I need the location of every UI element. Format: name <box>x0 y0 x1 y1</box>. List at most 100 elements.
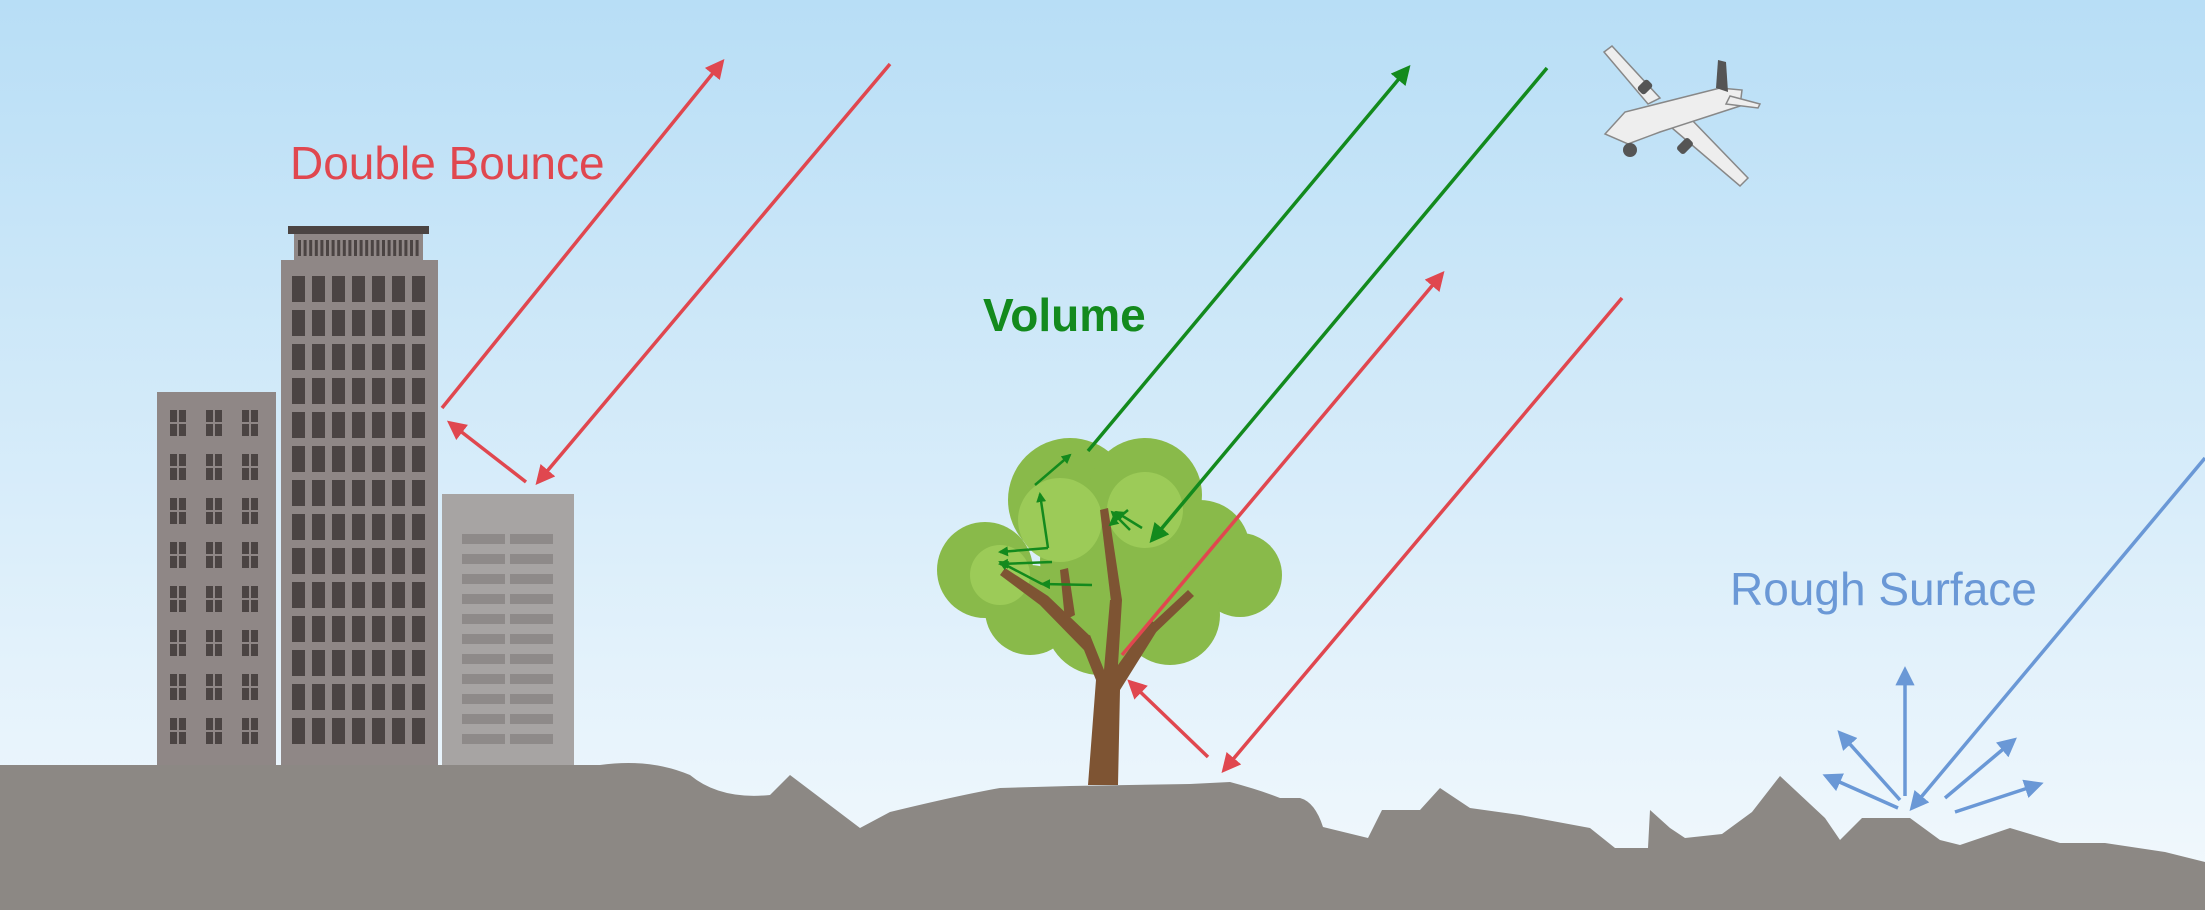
building-window <box>392 310 405 336</box>
building-window <box>242 586 249 598</box>
building-window <box>251 674 258 686</box>
building-window <box>412 310 425 336</box>
building-window <box>251 468 258 480</box>
volume-internal-arrow <box>1040 579 1093 590</box>
building-window <box>215 454 222 466</box>
building-window <box>392 378 405 404</box>
building-window <box>510 674 553 684</box>
building-window <box>392 548 405 574</box>
building-window <box>251 512 258 524</box>
building-window <box>242 732 249 744</box>
tall-building-crown-slats <box>298 240 419 256</box>
building-window <box>372 684 385 710</box>
building-window <box>206 732 213 744</box>
aircraft-tail-fin <box>1716 60 1728 92</box>
building-window <box>312 684 325 710</box>
building-window <box>372 344 385 370</box>
building-window <box>352 548 365 574</box>
building-window <box>251 644 258 656</box>
building-window <box>372 616 385 642</box>
building-window <box>179 498 186 510</box>
building-window <box>206 556 213 568</box>
building-window <box>392 446 405 472</box>
building-window <box>331 240 335 256</box>
building-window <box>372 548 385 574</box>
building-window <box>179 542 186 554</box>
building-window <box>392 480 405 506</box>
building-window <box>462 654 505 664</box>
building-window <box>387 240 391 256</box>
building-window <box>337 240 341 256</box>
building-window <box>206 498 213 510</box>
building-window <box>170 600 177 612</box>
building-window <box>352 684 365 710</box>
building-window <box>352 276 365 302</box>
double-bounce-label: Double Bounce <box>290 137 605 189</box>
building-window <box>352 378 365 404</box>
building-window <box>298 240 301 256</box>
building-window <box>215 424 222 436</box>
building-window <box>332 718 345 744</box>
building-window <box>215 586 222 598</box>
building-window <box>206 688 213 700</box>
building-window <box>215 410 222 422</box>
building-window <box>412 684 425 710</box>
building-window <box>398 240 402 256</box>
double-bounce-return-arrow <box>440 59 725 410</box>
double-bounce-arrows <box>440 59 892 485</box>
volume-internal-arrow <box>1036 492 1050 549</box>
building-window <box>215 718 222 730</box>
building-window <box>372 650 385 676</box>
building-window <box>510 594 553 604</box>
building-window <box>242 556 249 568</box>
building-window <box>462 594 505 604</box>
building-window <box>312 718 325 744</box>
building-window <box>292 548 305 574</box>
building-window <box>510 534 553 544</box>
building-window <box>251 688 258 700</box>
building-window <box>392 514 405 540</box>
building-window <box>251 410 258 422</box>
building-window <box>352 446 365 472</box>
building-window <box>206 674 213 686</box>
building-window <box>312 446 325 472</box>
building-window <box>179 600 186 612</box>
building-window <box>251 600 258 612</box>
building-window <box>312 480 325 506</box>
building-window <box>352 616 365 642</box>
tall-building-roof <box>288 226 429 234</box>
building-window <box>242 498 249 510</box>
building-window <box>332 276 345 302</box>
volume-internal-arrow <box>1114 510 1143 530</box>
tall-building-windows <box>292 276 425 744</box>
building-window <box>215 600 222 612</box>
building-window <box>462 634 505 644</box>
building-window <box>365 240 369 256</box>
building-window <box>292 480 305 506</box>
building-window <box>251 718 258 730</box>
building-window <box>404 240 408 256</box>
building-window <box>510 654 553 664</box>
building-window <box>332 412 345 438</box>
building-window <box>462 734 505 744</box>
building-window <box>510 634 553 644</box>
volume-internal-arrow <box>998 560 1043 586</box>
building-window <box>206 468 213 480</box>
building-window <box>179 410 186 422</box>
aircraft-sensor <box>1623 143 1637 157</box>
double-bounce-incident-arrow <box>535 62 892 485</box>
building-window <box>292 378 305 404</box>
building-window <box>332 650 345 676</box>
building-window <box>415 240 419 256</box>
building-window <box>352 310 365 336</box>
building-window <box>170 498 177 510</box>
building-window <box>242 644 249 656</box>
building-window <box>292 412 305 438</box>
building-window <box>170 630 177 642</box>
building-window <box>352 582 365 608</box>
building-window <box>215 512 222 524</box>
building-window <box>179 556 186 568</box>
building-window <box>354 240 357 256</box>
building-window <box>170 586 177 598</box>
building-window <box>179 468 186 480</box>
